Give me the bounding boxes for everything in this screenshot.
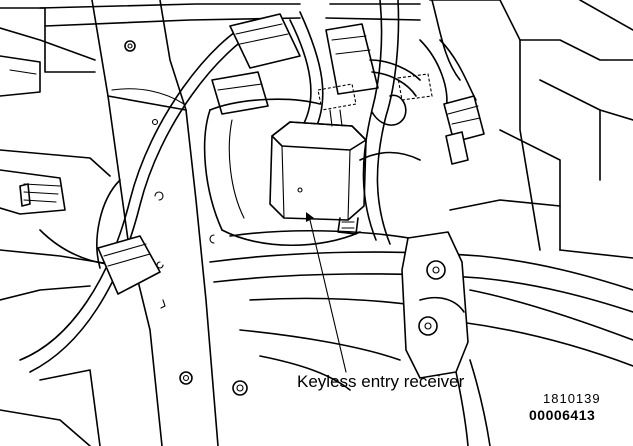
right-harness — [359, 0, 485, 245]
document-number: 00006413 — [529, 407, 596, 423]
right-structure — [429, 0, 633, 259]
left-upper-panel — [0, 7, 96, 97]
figure-code: 1810139 — [543, 391, 601, 406]
left-pillar — [91, 0, 248, 446]
left-wire-loop — [19, 19, 263, 373]
horizontal-tubes — [209, 229, 633, 391]
top-beam — [39, 3, 421, 27]
mounting-bracket — [401, 231, 491, 446]
callout-leader — [306, 212, 347, 373]
keyless-entry-receiver — [269, 109, 367, 235]
left-lower-panel — [0, 149, 111, 446]
upper-connectors — [211, 11, 433, 137]
motor-housing — [203, 98, 361, 247]
callout-label: Keyless entry receiver — [297, 372, 465, 391]
